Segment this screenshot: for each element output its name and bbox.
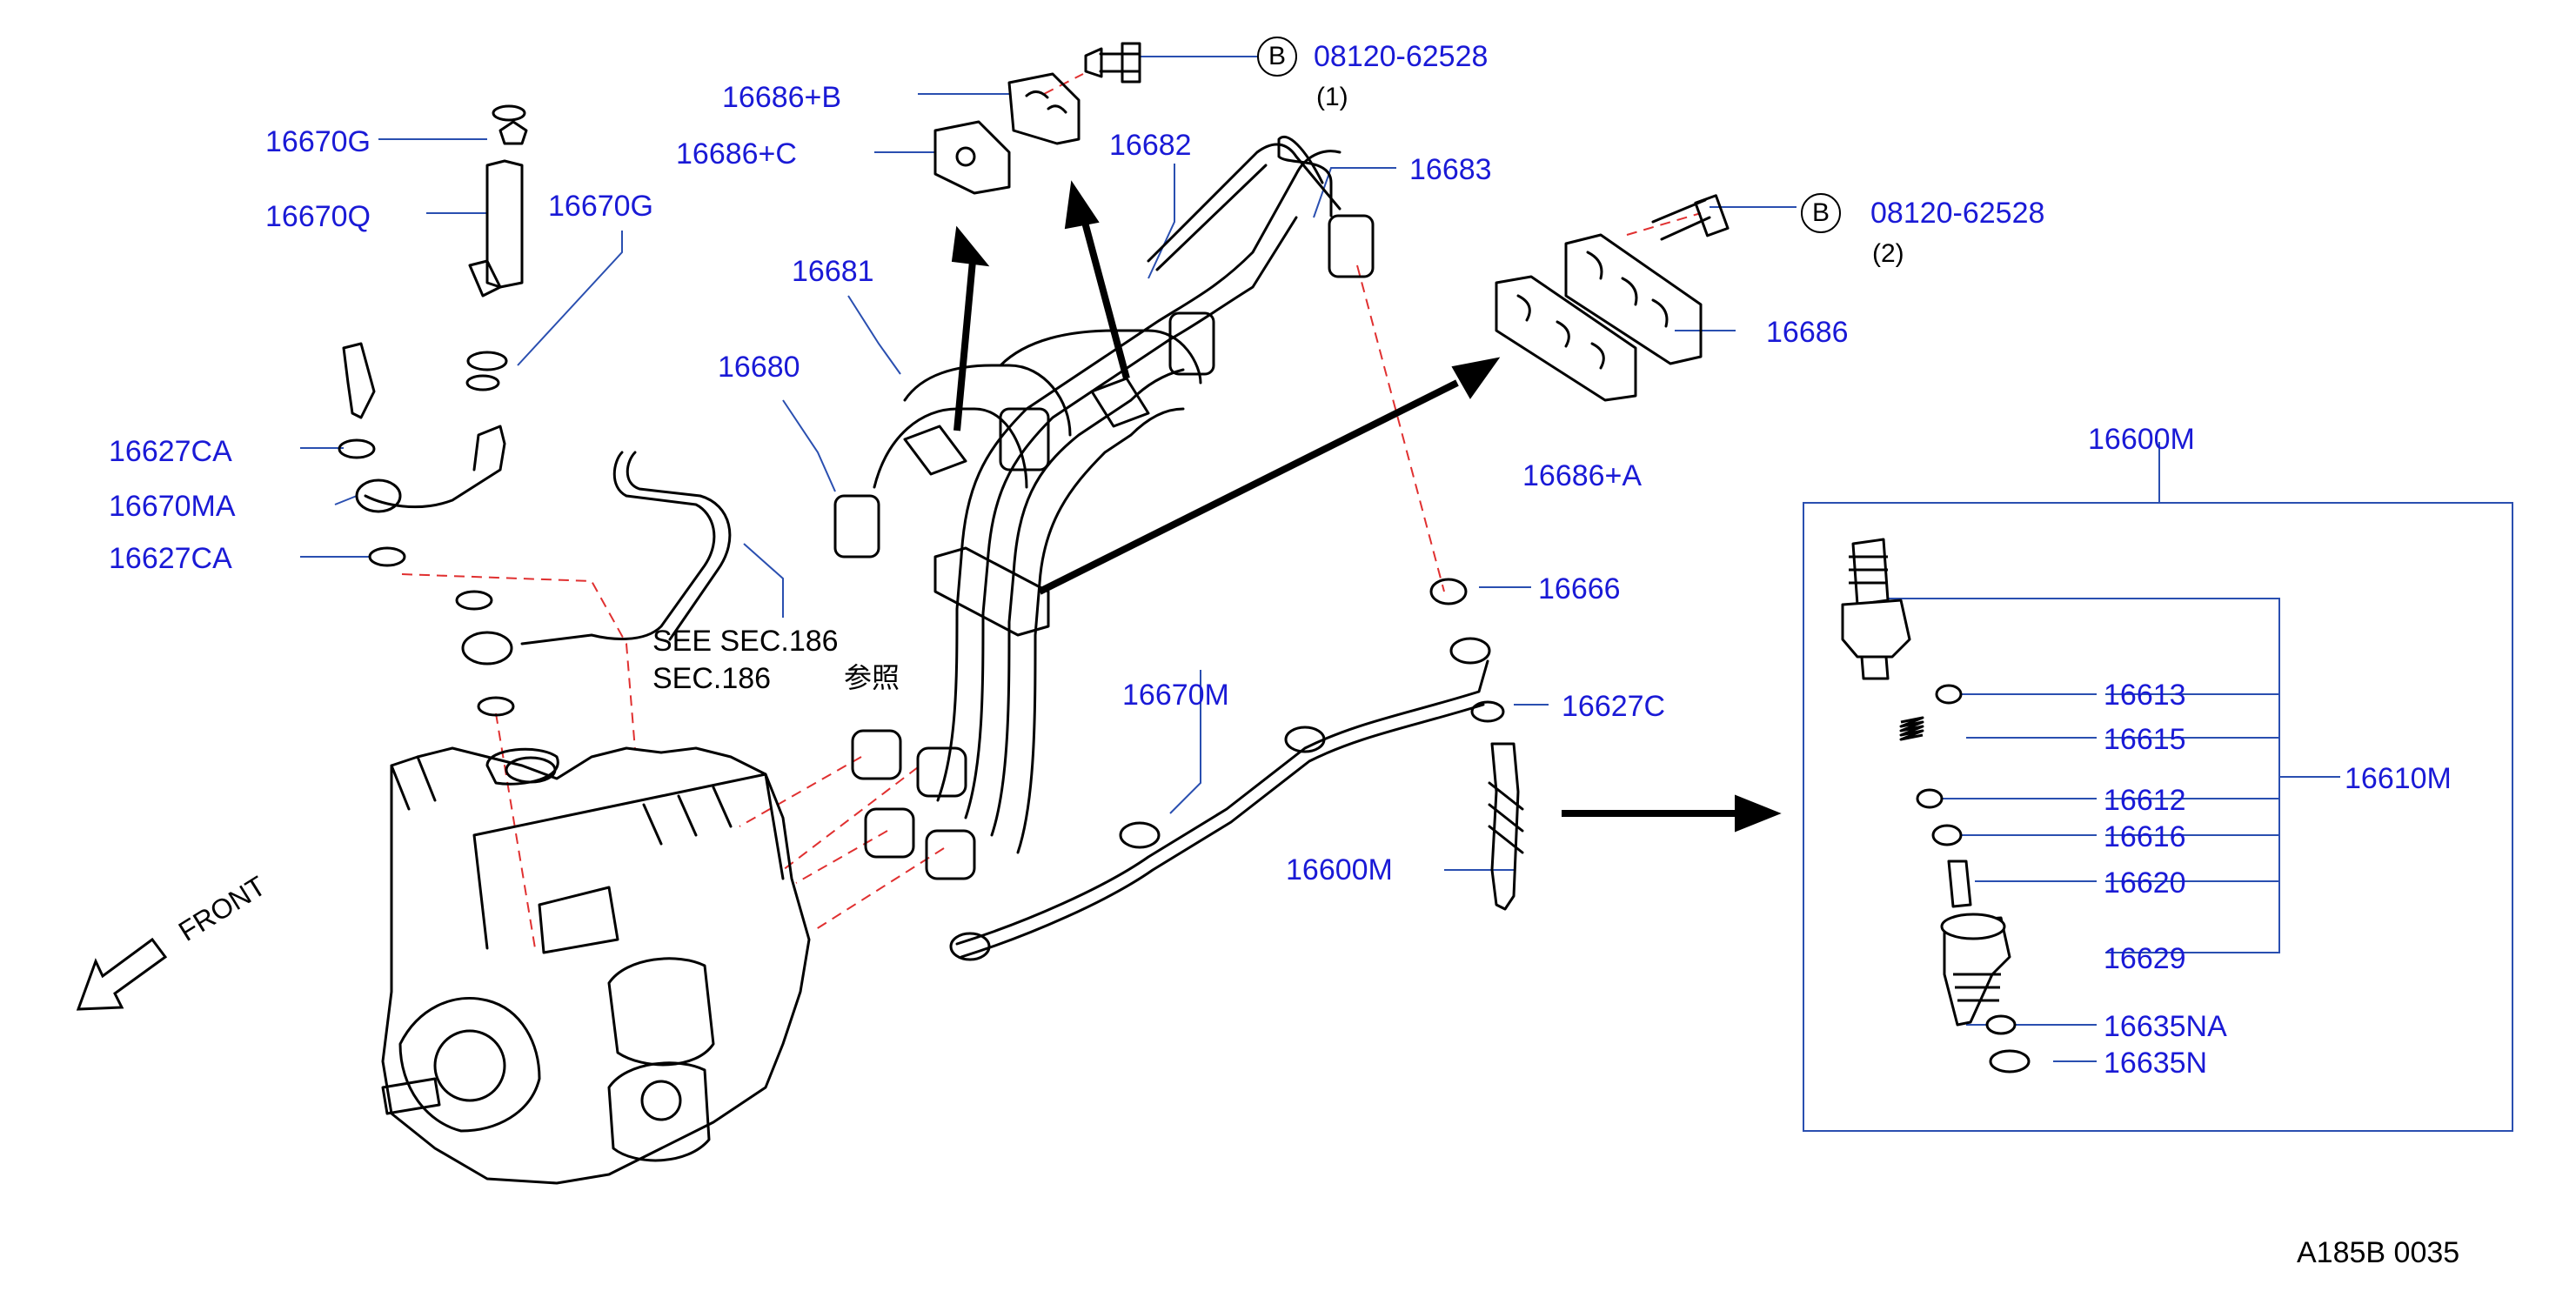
label-16600m-box[interactable]: 16600M <box>2088 423 2195 456</box>
label-16615[interactable]: 16615 <box>2104 723 2186 756</box>
nozzle-parts <box>1841 538 2031 1074</box>
label-16680[interactable]: 16680 <box>718 351 800 384</box>
line-art <box>338 42 1730 1185</box>
label-16620[interactable]: 16620 <box>2104 866 2186 900</box>
label-16681[interactable]: 16681 <box>792 255 874 288</box>
label-16686[interactable]: 16686 <box>1766 316 1849 349</box>
bolt-marker-b-1: B <box>1257 37 1297 77</box>
label-16616[interactable]: 16616 <box>2104 820 2186 853</box>
label-16682[interactable]: 16682 <box>1109 129 1192 162</box>
label-16627ca-top[interactable]: 16627CA <box>109 435 232 468</box>
see-section-note-line2: SEC.186 <box>652 662 772 695</box>
see-section-note-line1: SEE SEC.186 <box>652 625 839 658</box>
bolt-marker-b-2: B <box>1801 193 1841 233</box>
label-16670g-mid[interactable]: 16670G <box>548 190 653 223</box>
label-bolt-08120-62528-1[interactable]: 08120-62528 <box>1314 40 1489 73</box>
label-16627ca-bot[interactable]: 16627CA <box>109 542 232 575</box>
figure-code: A185B 0035 <box>2297 1236 2460 1269</box>
label-16610m[interactable]: 16610M <box>2345 762 2452 795</box>
label-16627c[interactable]: 16627C <box>1562 690 1666 723</box>
label-16670m[interactable]: 16670M <box>1122 679 1229 712</box>
label-16670g-top[interactable]: 16670G <box>265 125 371 158</box>
label-16683[interactable]: 16683 <box>1409 153 1492 186</box>
leader-lines <box>300 56 2513 1132</box>
bolt-qty-1: (1) <box>1316 83 1348 111</box>
callout-arrows <box>951 180 1782 833</box>
front-arrow-icon <box>76 937 168 1011</box>
label-16612[interactable]: 16612 <box>2104 784 2186 817</box>
label-16686-plus-a[interactable]: 16686+A <box>1522 459 1643 492</box>
label-16686-plus-c[interactable]: 16686+C <box>676 137 797 171</box>
see-section-ref: 参照 <box>844 661 900 694</box>
label-16613[interactable]: 16613 <box>2104 679 2186 712</box>
label-bolt-08120-62528-2[interactable]: 08120-62528 <box>1870 197 2045 230</box>
label-16686-plus-b[interactable]: 16686+B <box>722 81 842 114</box>
label-16670ma[interactable]: 16670MA <box>109 490 236 523</box>
label-16635n[interactable]: 16635N <box>2104 1047 2208 1080</box>
label-16600m[interactable]: 16600M <box>1286 853 1393 886</box>
label-16666[interactable]: 16666 <box>1538 572 1621 605</box>
label-16629[interactable]: 16629 <box>2104 942 2186 975</box>
label-16670q[interactable]: 16670Q <box>265 200 371 233</box>
bolt-qty-2: (2) <box>1872 239 1904 268</box>
label-16635na[interactable]: 16635NA <box>2104 1010 2227 1043</box>
